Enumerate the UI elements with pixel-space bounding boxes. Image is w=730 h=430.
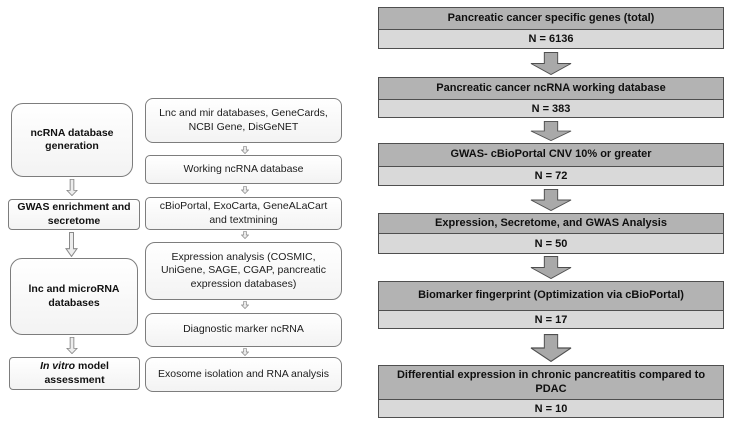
flow-box-label: lnc and microRNA databases bbox=[28, 283, 120, 309]
step-expression-secretome-gwas: Expression, Secretome, and GWAS Analysis… bbox=[378, 213, 724, 254]
in-vitro-italic: In vitro bbox=[40, 360, 76, 373]
big-down-arrow-icon bbox=[530, 334, 572, 362]
down-arrow-icon bbox=[66, 337, 78, 354]
step-title: Pancreatic cancer specific genes (total) bbox=[379, 8, 723, 30]
down-arrow-icon bbox=[66, 179, 78, 196]
flow-box-label: In vitro model assessment bbox=[18, 360, 131, 386]
flow-box-lnc-microrna-databases: lnc and microRNA databases bbox=[10, 258, 138, 335]
down-arrow-icon bbox=[241, 146, 249, 154]
step-count: N = 383 bbox=[531, 102, 571, 115]
flow-box-label: GWAS enrichment and secretome bbox=[17, 201, 131, 227]
flow-box-label: Working ncRNA database bbox=[183, 162, 304, 175]
flow-box-expression-analysis: Expression analysis (COSMIC, UniGene, SA… bbox=[145, 242, 342, 300]
step-count: N = 50 bbox=[534, 237, 568, 250]
step-gwas-cbioportal-cnv: GWAS- cBioPortal CNV 10% or greater N = … bbox=[378, 143, 724, 186]
down-arrow-icon bbox=[241, 186, 249, 194]
step-count: N = 17 bbox=[534, 313, 568, 326]
step-title: GWAS- cBioPortal CNV 10% or greater bbox=[379, 144, 723, 167]
step-ncrna-working-database: Pancreatic cancer ncRNA working database… bbox=[378, 77, 724, 118]
big-down-arrow-icon bbox=[530, 256, 572, 279]
step-count: N = 72 bbox=[534, 170, 568, 182]
step-differential-expression-pdac: Differential expression in chronic pancr… bbox=[378, 365, 724, 418]
flow-box-label: Lnc and mir databases, GeneCards, NCBI G… bbox=[159, 106, 328, 133]
flow-box-label: Expression analysis (COSMIC, UniGene, SA… bbox=[161, 250, 326, 290]
step-title: Expression, Secretome, and GWAS Analysis bbox=[379, 214, 723, 234]
big-down-arrow-icon bbox=[530, 189, 572, 211]
down-arrow-icon bbox=[241, 301, 249, 309]
flow-box-label: Diagnostic marker ncRNA bbox=[183, 323, 304, 336]
step-count: N = 10 bbox=[534, 402, 568, 415]
big-down-arrow-icon bbox=[530, 121, 572, 141]
flow-box-label: ncRNA database generation bbox=[30, 126, 114, 152]
step-pancreatic-cancer-specific-genes: Pancreatic cancer specific genes (total)… bbox=[378, 7, 724, 49]
flow-box-lnc-mir-source-databases: Lnc and mir databases, GeneCards, NCBI G… bbox=[145, 98, 342, 143]
down-arrow-icon bbox=[241, 348, 249, 356]
flow-box-label: Exosome isolation and RNA analysis bbox=[157, 367, 329, 380]
down-arrow-icon bbox=[65, 232, 78, 257]
flow-box-ncrna-database-generation: ncRNA database generation bbox=[11, 103, 133, 177]
flow-box-exosome-isolation: Exosome isolation and RNA analysis bbox=[145, 357, 342, 392]
step-biomarker-fingerprint: Biomarker fingerprint (Optimization via … bbox=[378, 281, 724, 329]
flow-box-gwas-enrichment-secretome: GWAS enrichment and secretome bbox=[8, 199, 140, 230]
flow-box-diagnostic-marker-ncrna: Diagnostic marker ncRNA bbox=[145, 313, 342, 347]
step-count: N = 6136 bbox=[528, 33, 574, 45]
down-arrow-icon bbox=[241, 231, 249, 239]
big-down-arrow-icon bbox=[530, 52, 572, 75]
step-title: Pancreatic cancer ncRNA working database bbox=[379, 78, 723, 100]
flow-box-in-vitro-model-assessment: In vitro model assessment bbox=[9, 357, 140, 390]
flow-box-working-ncrna-database: Working ncRNA database bbox=[145, 155, 342, 184]
flow-box-label: cBioPortal, ExoCarta, GeneALaCart and te… bbox=[159, 199, 328, 226]
in-vitro-rest: model assessment bbox=[44, 360, 109, 386]
step-title: Differential expression in chronic pancr… bbox=[379, 366, 723, 400]
flow-box-cbioportal-exocarta-textmining: cBioPortal, ExoCarta, GeneALaCart and te… bbox=[145, 197, 342, 230]
step-title: Biomarker fingerprint (Optimization via … bbox=[379, 282, 723, 311]
